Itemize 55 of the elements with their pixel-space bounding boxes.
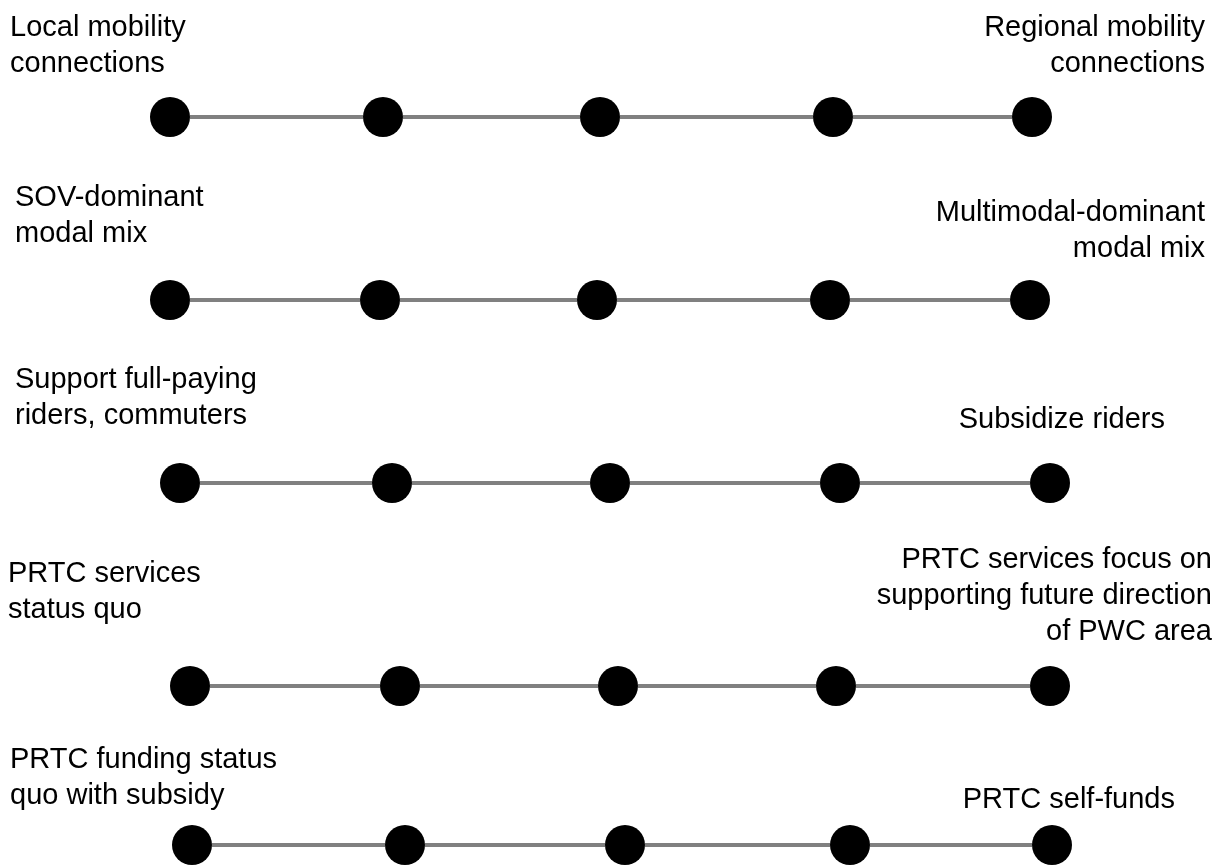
- scale-point: [598, 666, 638, 706]
- scale-point: [820, 463, 860, 503]
- scale-line: [620, 115, 813, 119]
- scale-end-label: SOV-dominant modal mix: [15, 179, 205, 250]
- scale-end-label: Local mobility connections: [10, 9, 187, 80]
- scale-point: [372, 463, 412, 503]
- scale-point: [580, 97, 620, 137]
- scale-point: [605, 825, 645, 865]
- scale-line: [853, 115, 1012, 119]
- scale-point: [813, 97, 853, 137]
- scale-point: [1010, 280, 1050, 320]
- scale-line: [412, 481, 590, 485]
- scale-line: [850, 298, 1010, 302]
- scale-end-label: Multimodal-dominant modal mix: [934, 194, 1205, 265]
- scale-line: [210, 684, 380, 688]
- scale-line: [190, 298, 360, 302]
- scale-line: [212, 843, 385, 847]
- scale-end-label: PRTC services focus on supporting future direction of PWC area: [875, 541, 1212, 648]
- scale-point: [170, 666, 210, 706]
- scale-point: [360, 280, 400, 320]
- scale-point: [160, 463, 200, 503]
- scale-point: [577, 280, 617, 320]
- scale-line: [425, 843, 605, 847]
- scale-line: [856, 684, 1030, 688]
- scale-point: [816, 666, 856, 706]
- scale-line: [645, 843, 830, 847]
- scale-line: [860, 481, 1030, 485]
- scale-end-label: PRTC self-funds: [961, 781, 1175, 816]
- scale-line: [638, 684, 816, 688]
- scale-line: [870, 843, 1032, 847]
- scale-end-label: Subsidize riders: [957, 401, 1165, 436]
- scale-line: [617, 298, 810, 302]
- scale-end-label: PRTC services status quo: [8, 555, 202, 626]
- scale-point: [810, 280, 850, 320]
- scale-line: [200, 481, 372, 485]
- scale-end-label: PRTC funding status quo with subsidy: [10, 741, 279, 812]
- scale-point: [172, 825, 212, 865]
- scale-point: [830, 825, 870, 865]
- scale-point: [1030, 666, 1070, 706]
- scale-line: [403, 115, 580, 119]
- scale-point: [1032, 825, 1072, 865]
- scale-line: [400, 298, 577, 302]
- scale-point: [1012, 97, 1052, 137]
- scale-line: [420, 684, 598, 688]
- scale-point: [385, 825, 425, 865]
- scale-point: [150, 280, 190, 320]
- scale-point: [1030, 463, 1070, 503]
- scale-end-label: Regional mobility connections: [983, 9, 1205, 80]
- scale-point: [150, 97, 190, 137]
- scale-point: [363, 97, 403, 137]
- scale-point: [380, 666, 420, 706]
- scale-point: [590, 463, 630, 503]
- scale-line: [630, 481, 820, 485]
- scale-line: [190, 115, 363, 119]
- scale-end-label: Support full-paying riders, commuters: [15, 361, 258, 432]
